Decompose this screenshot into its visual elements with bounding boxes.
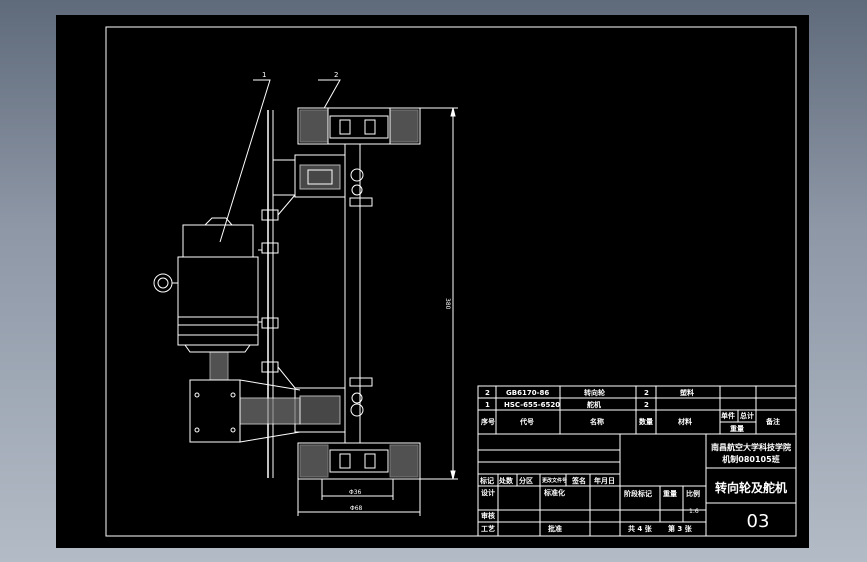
process-label: 工艺 [481,524,495,533]
bom-row-no: 1 [485,401,490,409]
bom-row-no: 2 [485,389,490,397]
bolt [261,317,279,329]
outer-width-dimension [297,479,421,516]
bom-header-material: 材料 [677,417,692,426]
weight-label: 重量 [663,489,677,498]
stage-mark-label: 阶段标记 [624,489,652,498]
servo-motor [153,217,262,381]
sheets-total: 共 4 张 [628,524,653,533]
bom-row-name: 舵机 [587,400,601,409]
bom-header-unit-weight: 单件 [721,411,735,420]
bottom-wheel [297,442,421,480]
bom-header-remark: 备注 [765,417,780,426]
rev-label: 签名 [571,476,586,485]
callout-1-leader [219,79,271,243]
approve-label: 批准 [548,524,562,533]
top-wheel [297,107,421,145]
outer-width-text: Φ68 [350,505,363,512]
bom-header-code: 代号 [519,417,534,426]
scale-value: 1:6 [689,508,699,515]
bom-row-code: GB6170-86 [506,389,549,397]
rev-label: 处数 [498,476,514,485]
title-block-grid [477,385,797,537]
assembly-view [153,79,458,516]
design-label: 设计 [481,488,495,497]
bom-row-qty: 2 [644,389,649,397]
upper-servo-mount [273,154,373,207]
review-label: 审核 [481,511,495,520]
gearbox [189,379,301,443]
height-dimension [420,107,458,480]
lower-servo-mount [294,377,373,433]
bom-header-qty: 数量 [639,417,653,426]
bom-header-weight: 重量 [730,424,744,433]
bom-header-total-weight: 总计 [740,411,754,420]
rev-label: 标记 [479,476,494,485]
inner-width-dimension [321,479,394,500]
callout-2-label: 2 [334,71,338,79]
bom-row-code: HSC-655-6520 [504,401,560,409]
bom-row-material: 塑料 [680,388,694,397]
bom-row-name: 转向轮 [584,388,605,397]
bom-header-name: 名称 [590,417,604,426]
rev-label: 分区 [519,476,533,485]
class-name: 机制080105班 [722,454,779,464]
drawing-sheet [56,15,809,548]
sheet-number: 第 3 张 [668,524,693,533]
callout-1-label: 1 [262,71,266,79]
drawing-number: 03 [747,511,770,532]
bom-row-qty: 2 [644,401,649,409]
bolt [261,242,279,254]
scale-label: 比例 [686,489,700,498]
rev-label: 更改文件号 [542,477,567,484]
inner-width-text: Φ36 [349,489,362,496]
height-dimension-text: 380 [444,298,451,310]
drawing-title: 转向轮及舵机 [715,480,787,495]
callout-2-leader [318,79,341,113]
standardize-label: 标准化 [543,488,565,497]
rev-label: 年月日 [594,476,615,485]
organization-name: 南昌航空大学科技学院 [711,442,791,452]
inner-frame [105,26,797,537]
bom-header-no: 序号 [480,417,495,426]
